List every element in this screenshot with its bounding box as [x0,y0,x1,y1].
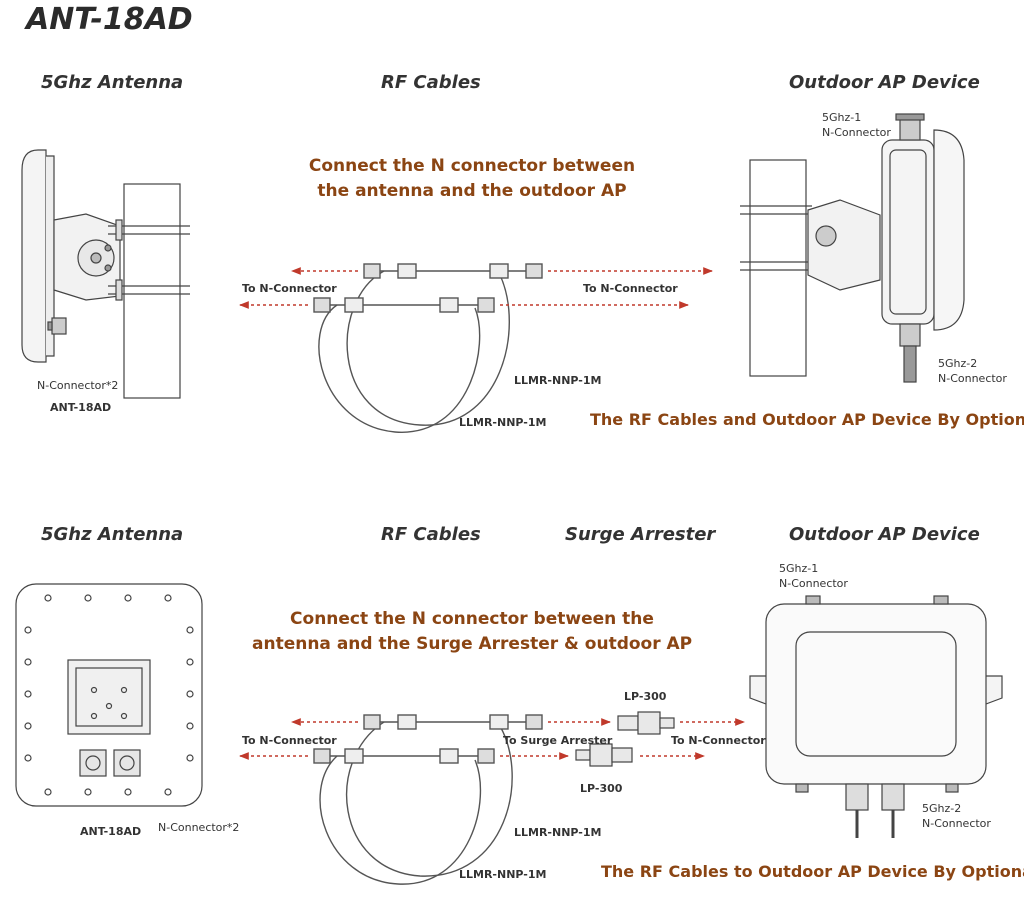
bottom-ap-port1: 5Ghz-1 N-Connector [779,561,848,591]
bottom-cable-b-label: LLMR-NNP-1M [459,868,547,881]
bottom-to-n-right: To N-Connector [671,734,766,747]
top-ap-port1: 5Ghz-1 N-Connector [822,110,891,140]
bottom-instruction-line1: Connect the N connector between the [290,609,654,629]
bottom-optional-note: The RF Cables to Outdoor AP Device By Op… [601,862,1024,881]
bottom-surge-header: Surge Arrester [565,524,716,545]
top-antenna-header: 5Ghz Antenna [41,72,184,93]
top-optional-note: The RF Cables and Outdoor AP Device By O… [590,410,1024,429]
top-ap-port2-line1: 5Ghz-2 [938,357,978,370]
bottom-ap-drawing [749,595,1003,838]
bottom-surge-arresters [575,711,675,767]
bottom-ap-port1-line2: N-Connector [779,577,848,590]
page-title: ANT-18AD [26,2,193,37]
bottom-antenna-drawing [15,583,203,807]
bottom-antenna-header: 5Ghz Antenna [41,524,184,545]
top-instruction-line2: the antenna and the outdoor AP [317,181,627,201]
bottom-ap-port1-line1: 5Ghz-1 [779,562,819,575]
top-antenna-model: ANT-18AD [50,401,112,414]
bottom-instruction-line2: antenna and the Surge Arrester & outdoor… [252,634,693,654]
bottom-ap-port2: 5Ghz-2 N-Connector [922,801,991,831]
top-cables-drawing [313,263,543,433]
top-cables-header: RF Cables [381,72,481,93]
bottom-ap-header: Outdoor AP Device [789,524,980,545]
top-ap-port1-line2: N-Connector [822,126,891,139]
top-to-n-right: To N-Connector [583,282,678,295]
bottom-antenna-connectors: N-Connector*2 [158,821,240,834]
bottom-cables-header: RF Cables [381,524,481,545]
top-ap-drawing [740,113,965,383]
top-instruction: Connect the N connector between the ante… [292,154,652,204]
bottom-to-surge: To Surge Arrester [503,734,613,747]
top-instruction-line1: Connect the N connector between [308,156,636,176]
top-to-n-left: To N-Connector [242,282,337,295]
top-ap-port2-line2: N-Connector [938,372,1007,385]
bottom-ap-port2-line1: 5Ghz-2 [922,802,962,815]
bottom-cable-a-label: LLMR-NNP-1M [514,826,602,839]
bottom-ap-port2-line2: N-Connector [922,817,991,830]
top-arrows [239,267,713,309]
bottom-arrester-top-label: LP-300 [624,690,667,703]
bottom-to-n-left: To N-Connector [242,734,337,747]
top-cable-b-label: LLMR-NNP-1M [459,416,547,429]
bottom-arrester-bottom-label: LP-300 [580,782,623,795]
top-antenna-connectors: N-Connector*2 [37,379,119,392]
bottom-cables-drawing [313,714,543,885]
bottom-instruction: Connect the N connector between the ante… [252,607,692,657]
top-cable-a-label: LLMR-NNP-1M [514,374,602,387]
bottom-arrows [239,718,745,760]
top-antenna-drawing [21,149,190,399]
top-ap-header: Outdoor AP Device [789,72,980,93]
bottom-antenna-model: ANT-18AD [80,825,142,838]
top-ap-port2: 5Ghz-2 N-Connector [938,356,1007,386]
top-ap-port1-line1: 5Ghz-1 [822,111,862,124]
